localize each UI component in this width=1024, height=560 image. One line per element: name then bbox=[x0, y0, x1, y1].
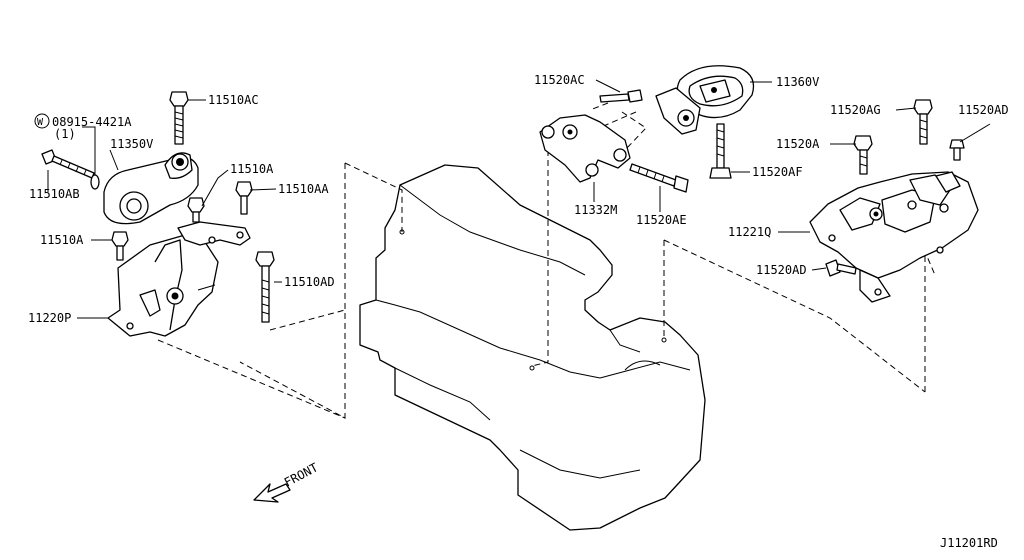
bolt-11510AD bbox=[255, 251, 275, 323]
label-11510AA: 11510AA bbox=[278, 182, 329, 196]
label-11510AC-left: 11510AC bbox=[208, 93, 259, 107]
mount-11360V bbox=[655, 65, 755, 135]
label-11520AG: 11520AG bbox=[830, 103, 881, 117]
label-11350V: 11350V bbox=[110, 137, 153, 151]
leader-dashed-lines bbox=[157, 102, 936, 419]
label-11510A: 11510A bbox=[230, 162, 274, 176]
washer-08915-4421A bbox=[90, 174, 100, 190]
label-11510A-lower: 11510A bbox=[40, 233, 84, 247]
bolt-11520AF bbox=[709, 123, 732, 179]
label-11332M: 11332M bbox=[574, 203, 617, 217]
washer-symbol: W bbox=[34, 113, 50, 129]
bolt-11510AC-left bbox=[169, 91, 189, 145]
bolt-11520AD-lower bbox=[825, 259, 857, 277]
bolt-11510A-lower bbox=[111, 231, 129, 261]
label-11520AD-top: 11520AD bbox=[958, 103, 1009, 117]
label-11520AE: 11520AE bbox=[636, 213, 687, 227]
washer-symbol-letter: W bbox=[37, 117, 44, 128]
bolt-11520AG bbox=[913, 99, 933, 145]
diagram-id: J11201RD bbox=[940, 536, 998, 550]
bolt-11510AB bbox=[41, 149, 95, 179]
left-mount-11350V bbox=[103, 152, 199, 225]
label-11510AD: 11510AD bbox=[284, 275, 335, 289]
front-direction-arrow: FRONT bbox=[253, 460, 320, 503]
label-11520AD-lower: 11520AD bbox=[756, 263, 807, 277]
bolt-11520AD-top bbox=[949, 139, 965, 161]
left-bracket-11220P bbox=[107, 221, 251, 337]
leader-lines bbox=[47, 79, 991, 319]
label-08915-4421A: 08915-4421A bbox=[52, 115, 132, 129]
label-11520AC: 11520AC bbox=[534, 73, 585, 87]
label-11220P: 11220P bbox=[28, 311, 71, 325]
bolt-11510A bbox=[187, 197, 205, 223]
label-11520A: 11520A bbox=[776, 137, 820, 151]
bracket-11332M bbox=[539, 114, 631, 183]
bolt-11520A bbox=[853, 135, 873, 175]
label-11360V: 11360V bbox=[776, 75, 819, 89]
bolt-11510AA bbox=[235, 181, 253, 215]
label-11520AF: 11520AF bbox=[752, 165, 803, 179]
bracket-11221Q bbox=[809, 171, 979, 303]
label-11221Q: 11221Q bbox=[728, 225, 771, 239]
label-08915-qty: (1) bbox=[54, 127, 76, 141]
bolt-11520AC bbox=[599, 89, 643, 103]
part-labels: 11510AC 08915-4421A (1) 11350V 11510AB 1… bbox=[28, 73, 1009, 325]
label-11510AB: 11510AB bbox=[29, 187, 80, 201]
engine-block bbox=[359, 164, 706, 531]
bolt-11520AE bbox=[629, 163, 689, 193]
front-label: FRONT bbox=[282, 460, 320, 489]
